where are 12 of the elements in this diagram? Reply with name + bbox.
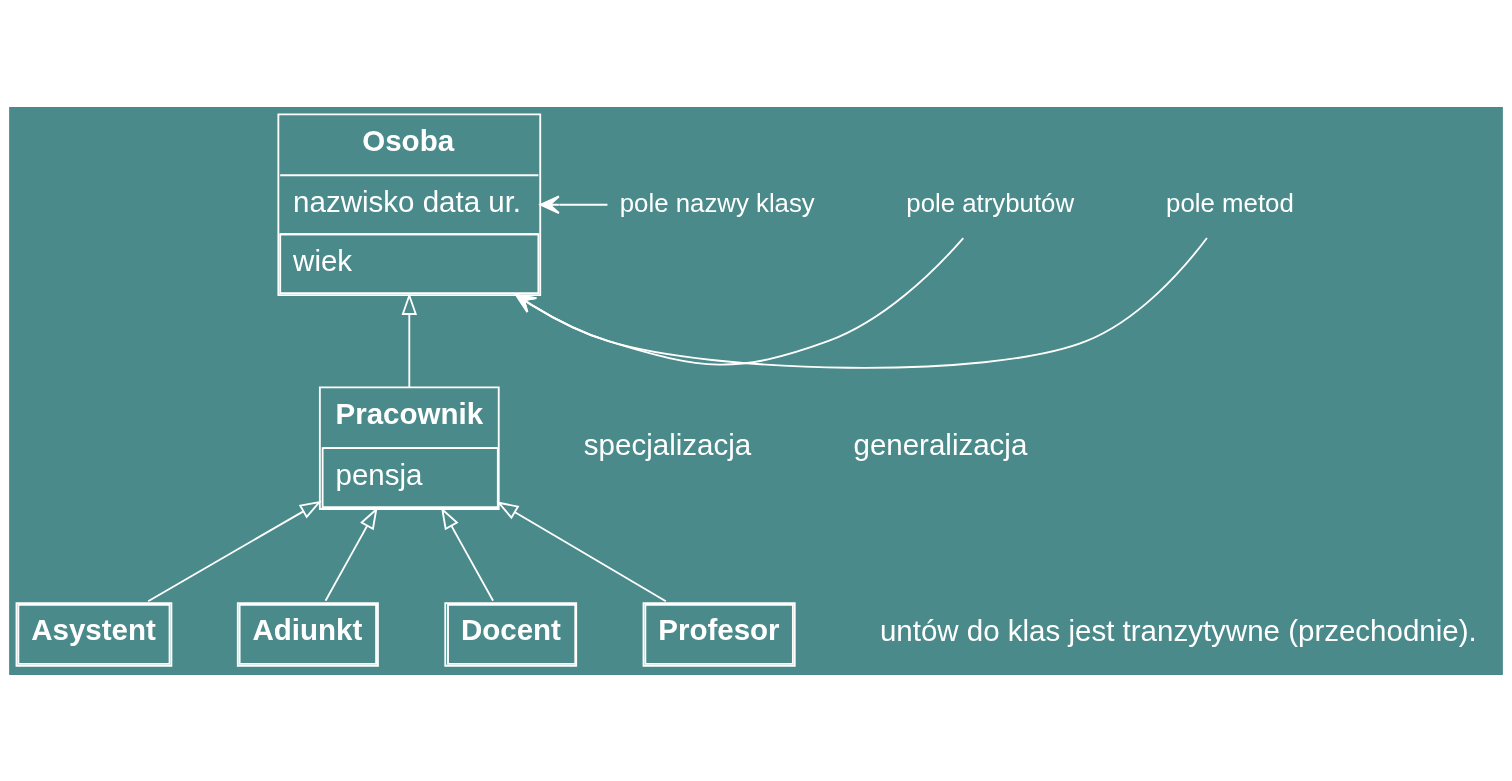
arrow xyxy=(401,292,418,388)
arrow xyxy=(515,236,1208,369)
node-text: pole atrybutów xyxy=(906,188,1075,217)
arrow xyxy=(147,500,322,602)
arrow xyxy=(539,195,609,214)
label: untów do klas jest tranzytywne (przechodnie). xyxy=(879,613,1477,647)
arrow xyxy=(496,500,667,602)
arrow xyxy=(515,236,965,365)
node-text: pole metod xyxy=(1166,188,1294,217)
label: specjalizacja xyxy=(583,427,752,461)
label: generalizacja xyxy=(853,427,1028,461)
node-text: pole nazwy klasy xyxy=(619,188,815,217)
